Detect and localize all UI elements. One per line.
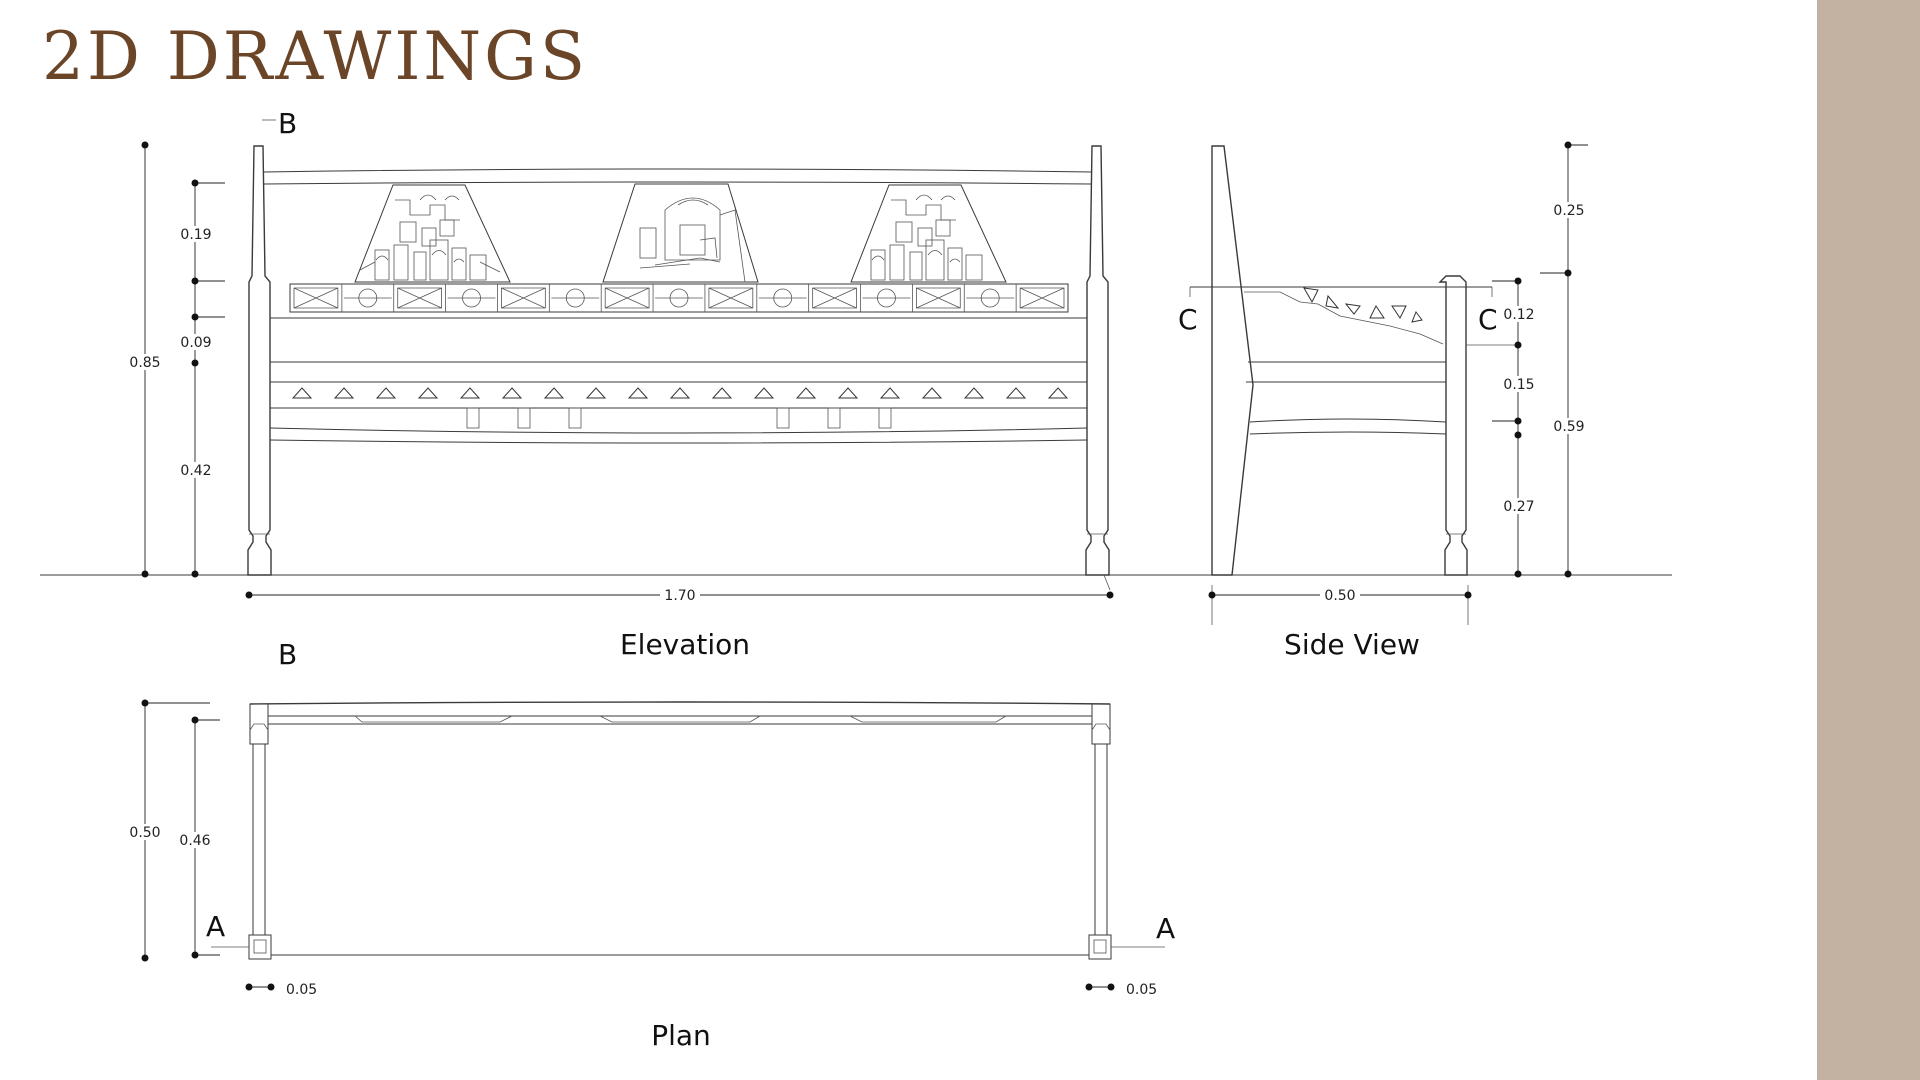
dim-side-depth: 0.50 (1324, 588, 1355, 604)
elevation-dimensions: 0.19 0.09 0.42 0.85 1.70 B (128, 107, 1114, 604)
plan-dimensions: 0.50 0.46 0.05 0.05 A A (127, 699, 1175, 998)
section-marker-b-top: B (278, 107, 297, 140)
right-post (1085, 145, 1111, 591)
triangle-ornaments (291, 387, 1069, 399)
slat-details (466, 407, 892, 429)
elevation-view (40, 145, 1672, 591)
dim-elev-seat-height: 0.42 (180, 463, 211, 479)
carved-panel-left (354, 184, 511, 283)
section-marker-c-left: C (1178, 303, 1198, 336)
frieze-band (289, 283, 1069, 313)
dim-side-mid: 0.15 (1503, 377, 1534, 393)
left-post (247, 145, 272, 576)
dim-plan-inner-depth: 0.46 (179, 833, 210, 849)
page-title: 2D DRAWINGS (42, 18, 589, 95)
dim-side-bottom: 0.27 (1503, 499, 1534, 515)
dim-side-lower: 0.59 (1553, 419, 1584, 435)
caption-plan: Plan (651, 1019, 711, 1052)
side-view-dimensions: 0.25 0.59 0.12 0.15 0.27 0.50 C C (1178, 141, 1588, 625)
dim-elev-total-height: 0.85 (129, 355, 160, 371)
side-color-panel (1817, 0, 1920, 1080)
plan-view (211, 701, 1165, 960)
dim-side-arm: 0.12 (1503, 307, 1534, 323)
section-marker-a-left: A (206, 910, 225, 943)
dim-elev-width: 1.70 (664, 588, 695, 604)
section-marker-c-right: C (1478, 303, 1498, 336)
dim-side-top: 0.25 (1553, 203, 1584, 219)
side-view (1189, 145, 1518, 576)
carved-panel-right (850, 184, 1007, 283)
dim-elev-back-panel: 0.19 (180, 227, 211, 243)
section-marker-b-bottom: B (278, 638, 297, 671)
dim-elev-rail: 0.09 (180, 335, 211, 351)
section-marker-a-right: A (1156, 912, 1175, 945)
caption-side-view: Side View (1284, 628, 1420, 661)
dim-plan-leg-left: 0.05 (286, 982, 317, 998)
carved-panel-center (602, 183, 759, 283)
caption-elevation: Elevation (620, 628, 750, 661)
dim-plan-total-depth: 0.50 (129, 825, 160, 841)
dim-plan-leg-right: 0.05 (1126, 982, 1157, 998)
